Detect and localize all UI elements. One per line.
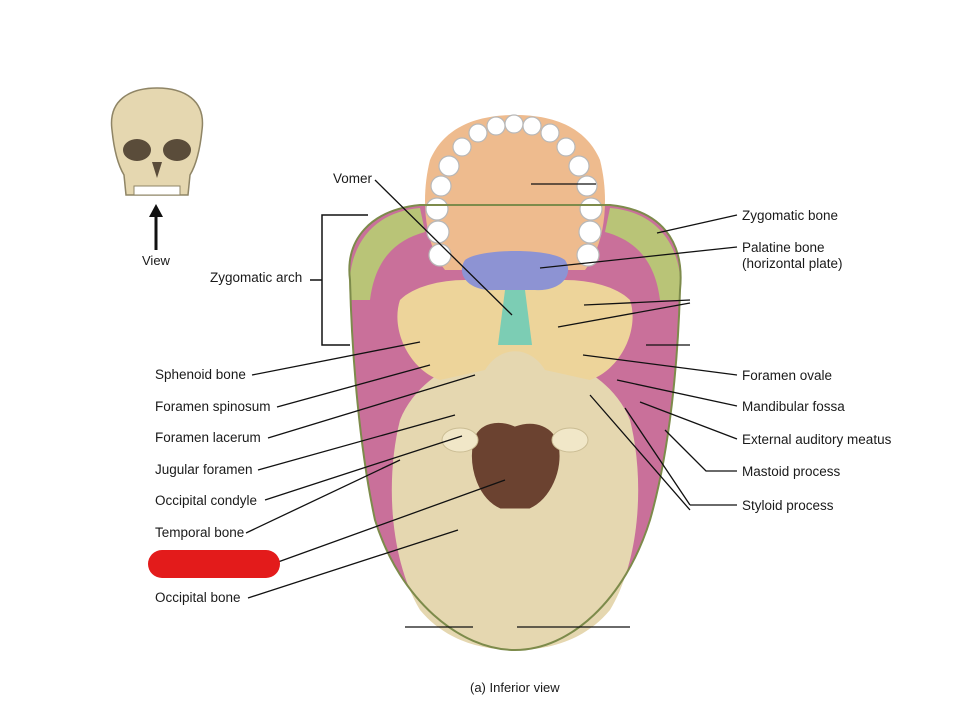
label-mandibular-fossa: Mandibular fossa [742, 399, 845, 414]
view-arrow-icon [149, 204, 163, 250]
view-label: View [142, 253, 170, 268]
label-zygomatic-bone: Zygomatic bone [742, 208, 839, 223]
label-occipital-bone: Occipital bone [155, 590, 241, 605]
zygomatic-left [349, 208, 425, 300]
zygomatic-right [605, 208, 681, 300]
label-foramen-lacerum: Foramen lacerum [155, 430, 261, 445]
zygomatic-arch-bracket [310, 214, 368, 346]
redaction-mark [148, 550, 280, 578]
label-palatine-bone: Palatine bone (horizontal plate) [742, 240, 843, 271]
label-mastoid-process: Mastoid process [742, 464, 841, 479]
label-jugular-foramen: Jugular foramen [155, 462, 253, 477]
label-sphenoid-bone: Sphenoid bone [155, 367, 246, 382]
foramen-magnum [468, 419, 563, 512]
label-vomer: Vomer [333, 171, 373, 186]
label-zygomatic-arch: Zygomatic arch [210, 270, 303, 285]
label-temporal-bone: Temporal bone [155, 525, 245, 540]
orientation-skull-icon [110, 87, 204, 196]
label-external-auditory-meatus: External auditory meatus [742, 432, 892, 447]
maxilla-region [425, 115, 605, 270]
label-foramen-spinosum: Foramen spinosum [155, 399, 271, 414]
label-styloid-process: Styloid process [742, 498, 834, 513]
figure-caption: (a) Inferior view [470, 680, 560, 695]
vomer-region [498, 290, 532, 345]
occipital-condyle-right [551, 427, 589, 453]
occipital-condyle-left [441, 427, 479, 453]
palatine-region [461, 251, 569, 291]
label-occipital-condyle: Occipital condyle [155, 493, 258, 508]
label-foramen-ovale: Foramen ovale [742, 368, 833, 383]
leader-lines [245, 179, 738, 628]
